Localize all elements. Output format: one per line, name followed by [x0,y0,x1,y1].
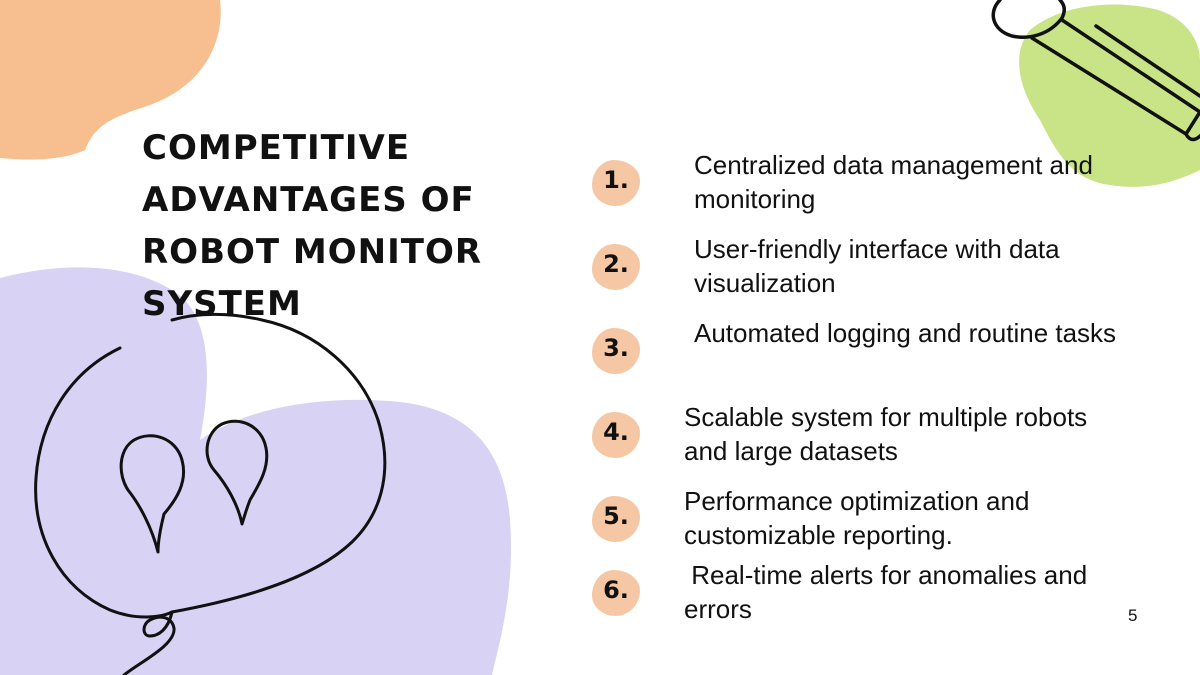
left-quote-mark [119,434,185,554]
list-item: 5. Performance optimization and customiz… [592,486,1152,566]
item-number: 3. [603,334,629,362]
item-number: 2. [603,250,629,278]
number-badge: 3. [592,328,640,374]
item-number: 5. [603,502,629,530]
item-text: Real-time alerts for anomalies and error… [684,560,1095,624]
number-badge: 6. [592,570,640,616]
list-item: 4. Scalable system for multiple robots a… [592,402,1152,482]
peach-blob [0,0,221,160]
item-number: 4. [603,418,629,446]
list-item: 6. Real-time alerts for anomalies and er… [592,560,1152,640]
item-text: Automated logging and routine tasks [694,318,1117,348]
number-badge: 5. [592,496,640,542]
item-number: 1. [603,166,629,194]
number-badge: 1. [592,160,640,206]
slide-title: Competitive Advantages of Robot Monitor … [142,128,483,324]
right-quote-mark [205,419,269,526]
item-text: User-friendly interface with data visual… [694,234,1060,298]
item-text: Scalable system for multiple robots and … [684,402,1088,466]
item-text: Performance optimization and customizabl… [684,486,1030,550]
lavender-blob [0,267,511,675]
list-item: 1. Centralized data management and monit… [592,150,1152,230]
list-item: 3. Automated logging and routine tasks [592,318,1152,398]
item-text: Centralized data management and monitori… [694,150,1093,214]
green-blob [1019,4,1200,187]
list-item: 2. User-friendly interface with data vis… [592,234,1152,314]
page-number: 5 [1128,606,1138,625]
number-badge: 4. [592,412,640,458]
item-number: 6. [603,576,629,604]
speech-bubble-outline-icon [34,312,387,675]
number-badge: 2. [592,244,640,290]
microphone-outline-icon [991,0,1200,142]
